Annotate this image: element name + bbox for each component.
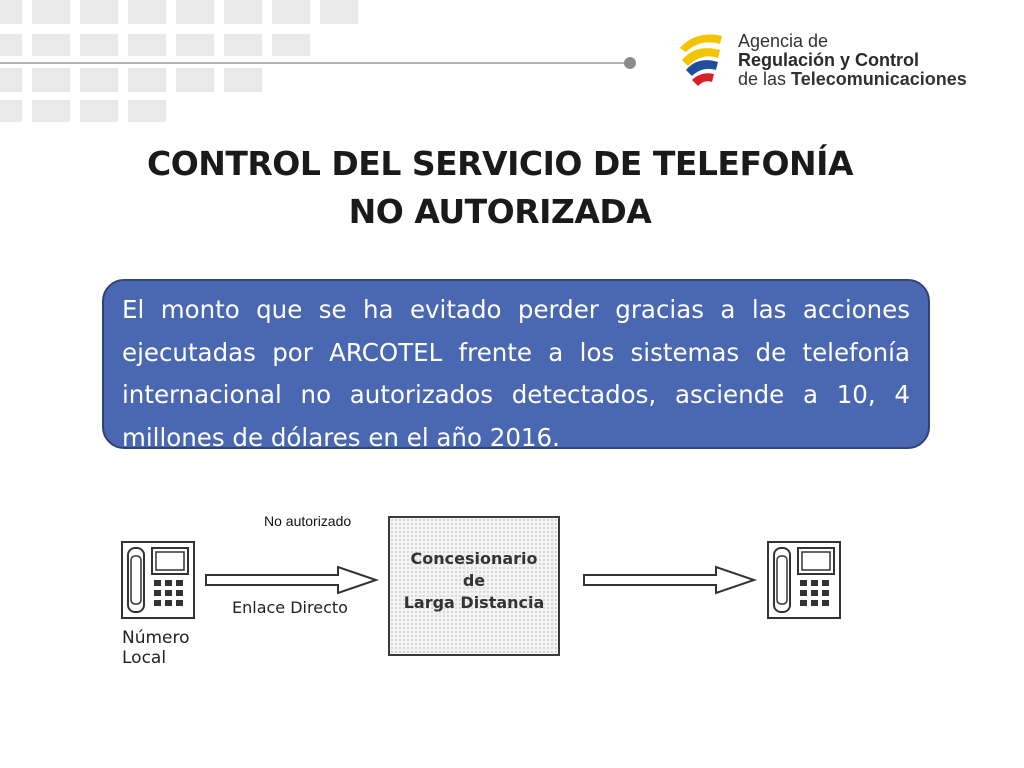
logo-line-2: Regulación y Control — [738, 50, 920, 70]
header-divider-line — [0, 62, 628, 64]
logo-line-3-bold: Telecomunicaciones — [791, 69, 967, 89]
provider-label-line-3: Larga Distancia — [403, 593, 545, 612]
slide-title-line-1: CONTROL DEL SERVICIO DE TELEFONÍA — [147, 144, 854, 183]
header-divider-dot — [624, 57, 636, 69]
provider-label: Concesionario de Larga Distancia — [390, 548, 558, 614]
telephone-icon — [121, 541, 195, 619]
logo-wordmark: Agencia de Regulación y Control de las T… — [738, 32, 967, 89]
local-number-label-line-1: Número — [122, 628, 190, 648]
long-distance-provider-box: Concesionario de Larga Distancia — [388, 516, 560, 656]
telephone-icon — [767, 541, 841, 619]
local-number-label: Número Local — [122, 628, 190, 668]
summary-text-box: El monto que se ha evitado perder gracia… — [102, 279, 930, 452]
slide-title-line-2: NO AUTORIZADA — [348, 192, 652, 231]
arcotel-logo-icon — [680, 34, 722, 86]
logo-line-3-prefix: de las — [738, 69, 792, 89]
slide-title: CONTROL DEL SERVICIO DE TELEFONÍA NO AUT… — [0, 140, 1000, 236]
logo-line-1: Agencia de — [738, 31, 829, 51]
right-arrow-icon — [583, 565, 758, 595]
logo-line-3: de las Telecomunicaciones — [738, 70, 967, 89]
unauthorized-label: No autorizado — [264, 513, 352, 529]
provider-label-line-1: Concesionario — [410, 549, 538, 568]
arcotel-logo: Agencia de Regulación y Control de las T… — [676, 30, 1016, 100]
provider-label-line-2: de — [462, 571, 486, 590]
local-number-label-line-2: Local — [122, 648, 167, 668]
direct-link-label: Enlace Directo — [232, 598, 348, 617]
right-arrow-icon — [205, 565, 380, 595]
decorative-tiles — [0, 0, 360, 130]
